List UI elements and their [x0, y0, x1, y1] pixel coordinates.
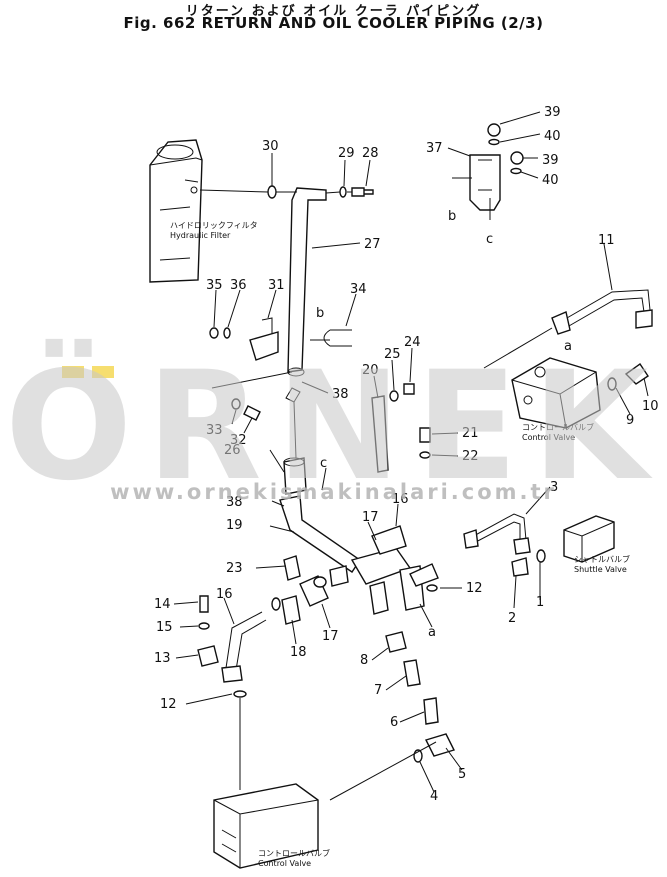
- hose-16-left: [197, 595, 267, 790]
- hose-3: [463, 513, 546, 577]
- watermark-dot: [62, 366, 84, 378]
- callout-24: 24: [404, 335, 421, 350]
- shuttle-valve-label-jp: シャトルバルブ: [574, 554, 630, 564]
- callout-31: 31: [268, 278, 285, 293]
- callout-3: 3: [550, 480, 558, 495]
- callout-14: 14: [154, 597, 171, 612]
- callout-9: 9: [626, 413, 634, 428]
- callout-labels: 39 40 37 39 40 b c 30 29 28 27 11 35 36 …: [154, 105, 659, 804]
- callout-17: 17: [322, 629, 339, 644]
- callout-28: 28: [362, 146, 379, 161]
- control-valve-top-label-en: Control Valve: [522, 433, 575, 442]
- callout-17: 17: [362, 510, 379, 525]
- callout-b: b: [316, 306, 324, 321]
- callout-4: 4: [430, 789, 438, 804]
- watermark-dot: [92, 366, 114, 378]
- callout-8: 8: [360, 653, 368, 668]
- callout-32: 32: [230, 433, 247, 448]
- control-valve-bottom: コントロールバルブ Control Valve: [213, 783, 330, 869]
- callout-20: 20: [362, 363, 379, 378]
- bolts-32-33: [211, 371, 293, 421]
- callout-38: 38: [332, 387, 349, 402]
- callout-2: 2: [508, 611, 516, 626]
- callout-12: 12: [160, 697, 177, 712]
- callout-26: 26: [224, 443, 241, 458]
- callout-a: a: [428, 625, 436, 640]
- callout-37: 37: [426, 141, 443, 156]
- hydraulic-filter: ハイドロリックフィルタ Hydraulic Filter: [149, 139, 258, 283]
- callout-c: c: [486, 232, 493, 247]
- bracket-20: [371, 383, 431, 473]
- connector-17-18: [271, 575, 329, 625]
- callout-30: 30: [262, 139, 279, 154]
- title-japanese: リターン および オイル クーラ パイピング: [185, 4, 482, 19]
- bracket-31: [209, 317, 352, 361]
- control-valve-top: コントロールバルブ Control Valve: [511, 357, 601, 442]
- shuttle-valve: シャトルバルブ Shuttle Valve: [563, 515, 630, 574]
- fittings-4-8: [329, 631, 455, 801]
- hydraulic-filter-label-en: Hydraulic Filter: [170, 231, 231, 240]
- callout-16: 16: [216, 587, 233, 602]
- callout-15: 15: [156, 620, 173, 635]
- callout-27: 27: [364, 237, 381, 252]
- callout-a: a: [564, 339, 572, 354]
- callout-39: 39: [542, 153, 559, 168]
- watermark-url: www.ornekismakinalari.com.tr: [110, 480, 557, 504]
- callout-12: 12: [466, 581, 483, 596]
- callout-40: 40: [544, 129, 561, 144]
- callout-10: 10: [642, 399, 659, 414]
- callout-22: 22: [462, 449, 479, 464]
- shuttle-valve-label-en: Shuttle Valve: [574, 565, 627, 574]
- watermark-umlaut: [62, 366, 114, 378]
- pipe-assembly-19: [279, 401, 439, 615]
- callout-b: b: [448, 209, 456, 224]
- hose-11: [483, 289, 653, 391]
- callout-36: 36: [230, 278, 247, 293]
- control-valve-bottom-label-jp: コントロールバルブ: [258, 848, 330, 858]
- callout-c: c: [320, 456, 327, 471]
- callout-40: 40: [542, 173, 559, 188]
- callout-6: 6: [390, 715, 398, 730]
- figure-title: Fig. 662 RETURN AND OIL COOLER PIPING (2…: [123, 14, 544, 32]
- callout-25: 25: [384, 347, 401, 362]
- watermark-brand: ÖRNEK: [4, 340, 663, 514]
- clamp-23: [283, 555, 301, 581]
- clamp-bracket-37: [452, 123, 524, 220]
- hydraulic-filter-label-jp: ハイドロリックフィルタ: [170, 221, 258, 230]
- callout-5: 5: [458, 767, 466, 782]
- oring-12-right: [426, 584, 438, 592]
- callout-13: 13: [154, 651, 171, 666]
- callout-11: 11: [598, 233, 615, 248]
- callout-23: 23: [226, 561, 243, 576]
- callout-39: 39: [544, 105, 561, 120]
- callout-21: 21: [462, 426, 479, 441]
- callout-35: 35: [206, 278, 223, 293]
- callout-18: 18: [290, 645, 307, 660]
- control-valve-top-label-jp: コントロールバルブ: [522, 422, 594, 432]
- callout-34: 34: [350, 282, 367, 297]
- leader-lines: [173, 111, 649, 793]
- callout-19: 19: [226, 518, 243, 533]
- callout-29: 29: [338, 146, 355, 161]
- callout-1: 1: [536, 595, 544, 610]
- flange-bolts: [199, 185, 374, 199]
- callout-38: 38: [226, 495, 243, 510]
- control-valve-bottom-label-en: Control Valve: [258, 859, 311, 868]
- callout-7: 7: [374, 683, 382, 698]
- callout-16: 16: [392, 492, 409, 507]
- callout-33: 33: [206, 423, 223, 438]
